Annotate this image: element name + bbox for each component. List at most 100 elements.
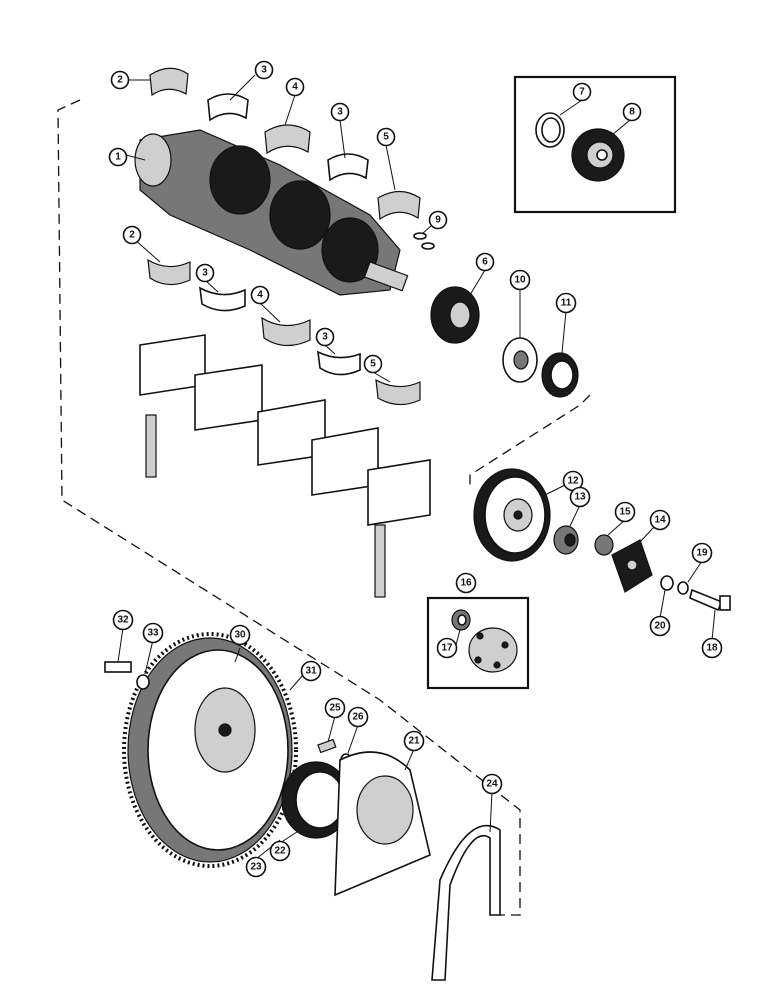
main-bearing-caps (139, 334, 431, 526)
callout-label: 6 (482, 257, 488, 268)
pulley-part-12 (473, 468, 551, 562)
callout-c25: 25 (324, 697, 346, 719)
callout-c32: 32 (112, 609, 134, 631)
callout-label: 10 (514, 275, 526, 286)
callout-label: 4 (292, 82, 298, 93)
callout-c30: 30 (229, 624, 251, 646)
callout-c18: 18 (701, 637, 723, 659)
bearing-shell-3-lower-a (199, 286, 246, 312)
callout-label: 23 (250, 862, 262, 873)
crank-gear-part-6 (430, 286, 480, 344)
callout-label: 7 (579, 87, 585, 98)
callout-c21: 21 (403, 730, 425, 752)
callout-c20: 20 (649, 615, 671, 637)
front-seal-part-11 (541, 352, 579, 398)
callout-label: 16 (460, 578, 472, 589)
rear-seal-retainer-part-21 (334, 751, 431, 897)
callout-c14: 14 (649, 509, 671, 531)
washer-part-20 (660, 575, 674, 591)
callout-label: 20 (654, 621, 666, 632)
callout-label: 1 (115, 152, 121, 163)
bolt-part-18 (689, 588, 731, 612)
bolt-part-32 (104, 661, 132, 673)
callout-label: 15 (619, 507, 631, 518)
callout-label: 21 (408, 736, 420, 747)
bearing-shell-3-upper-b (327, 153, 369, 182)
callout-c23: 23 (245, 856, 267, 878)
callout-label: 2 (129, 230, 135, 241)
flywheel-part-30 (127, 637, 293, 863)
callout-c1: 1 (108, 147, 128, 167)
callout-c2a: 2 (110, 70, 130, 90)
callout-c19: 19 (691, 542, 713, 564)
callout-label: 9 (435, 215, 441, 226)
callout-label: 3 (322, 332, 328, 343)
callout-label: 25 (329, 703, 341, 714)
hub-part-14 (611, 539, 653, 593)
bushing-part-17 (451, 609, 471, 631)
cap-bolts (145, 414, 386, 598)
callout-label: 3 (202, 268, 208, 279)
callout-c10: 10 (509, 269, 531, 291)
callout-label: 30 (234, 630, 246, 641)
callout-label: 12 (567, 476, 579, 487)
callout-label: 19 (696, 548, 708, 559)
callout-c17: 17 (436, 637, 458, 659)
callout-label: 2 (117, 75, 123, 86)
callout-label: 14 (654, 515, 666, 526)
callout-label: 4 (257, 290, 263, 301)
callout-c3a: 3 (254, 60, 274, 80)
slinger-part-10 (502, 337, 538, 383)
bearing-shell-4-lower (261, 316, 311, 347)
callout-c33: 33 (142, 622, 164, 644)
callout-label: 11 (561, 298, 572, 309)
assembly-dashed-outline (57, 99, 521, 916)
inset-box-hub (426, 596, 530, 690)
callout-label: 13 (574, 492, 586, 503)
callout-label: 22 (274, 846, 286, 857)
callout-c13: 13 (569, 486, 591, 508)
callout-c4a: 4 (285, 77, 305, 97)
callout-c2b: 2 (122, 225, 142, 245)
callout-label: 17 (441, 643, 453, 654)
callout-label: 31 (305, 666, 317, 677)
callout-label: 8 (629, 107, 635, 118)
callout-c16: 16 (455, 572, 477, 594)
gasket-part-24 (431, 824, 501, 981)
callout-c31: 31 (300, 660, 322, 682)
callout-c5b: 5 (363, 354, 383, 374)
bushing-part-15 (594, 534, 614, 556)
callout-c8: 8 (622, 102, 642, 122)
callout-label: 26 (352, 712, 364, 723)
callout-label: 18 (706, 643, 718, 654)
callout-c22: 22 (269, 840, 291, 862)
callout-label: 3 (337, 107, 343, 118)
callout-c3d: 3 (315, 327, 335, 347)
bolt-part-25 (317, 738, 337, 754)
callout-c24: 24 (481, 773, 503, 795)
key-part-9 (413, 232, 435, 250)
callout-c11: 11 (555, 292, 577, 314)
callout-c3c: 3 (195, 263, 215, 283)
callout-label: 5 (383, 132, 389, 143)
crankshaft-part-1 (134, 129, 409, 296)
callout-c6: 6 (475, 252, 495, 272)
callout-label: 33 (147, 628, 159, 639)
ring-gear-part-31 (122, 632, 298, 868)
bearing-shell-4-upper (264, 124, 311, 155)
callout-label: 24 (486, 779, 498, 790)
inset-box-gear (513, 75, 677, 214)
bearing-shell-5-lower (375, 378, 421, 406)
callout-c26: 26 (347, 706, 369, 728)
seal-ring-part-7 (535, 112, 565, 148)
callout-label: 32 (117, 615, 129, 626)
callout-c7: 7 (572, 82, 592, 102)
bearing-shell-3-upper-a (207, 93, 249, 122)
bearing-shell-3-lower-b (317, 350, 361, 376)
callout-label: 5 (370, 359, 376, 370)
callout-c4b: 4 (250, 285, 270, 305)
callout-c5a: 5 (376, 127, 396, 147)
gear-part-8 (571, 128, 625, 182)
bearing-shell-5-upper (377, 190, 421, 221)
washer-part-33 (136, 674, 150, 690)
